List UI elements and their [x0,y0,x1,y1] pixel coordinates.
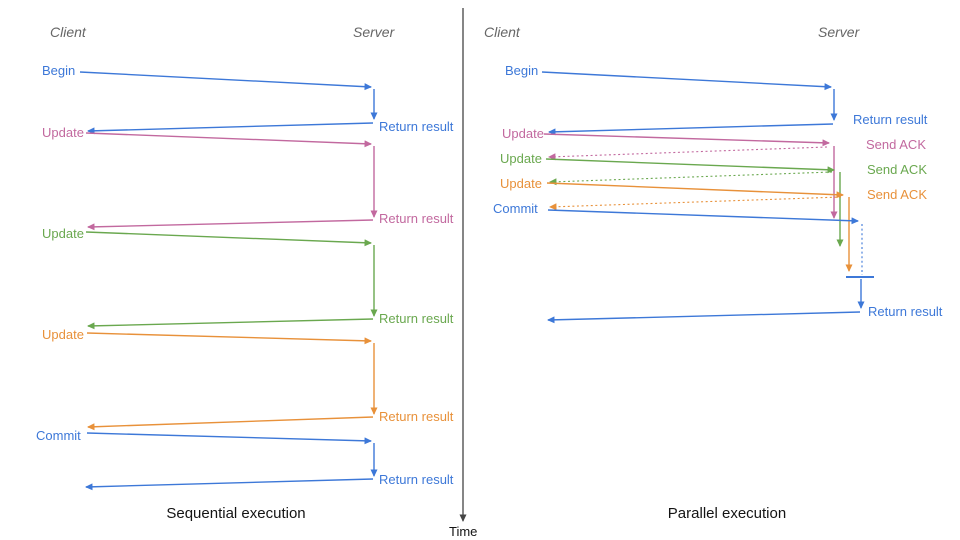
seq-update1-response-label: Return result [379,211,454,226]
seq-update1-label: Update [42,125,84,140]
par-title: Parallel execution [667,505,787,522]
par-client-header: Client [484,24,520,40]
seq-update2-label: Update [42,226,84,241]
par-commit-return [547,311,861,324]
par-update2-request [545,158,835,174]
par-update1-ack-label: Send ACK [866,137,926,152]
seq-update1-return [87,219,374,231]
seq-commit-label: Commit [36,428,81,443]
par-update1-label: Update [502,126,544,141]
par-update2-ack-label: Send ACK [867,162,927,177]
seq-update3-request [86,332,372,345]
seq-begin-return [87,122,374,135]
par-begin-response-label: Return result [853,112,928,127]
seq-begin-response-label: Return result [379,119,454,134]
seq-commit-response-label: Return result [379,472,454,487]
par-update3-label: Update [500,176,542,191]
seq-update3-label: Update [42,327,84,342]
par-update2-label: Update [500,151,542,166]
par-commit-response-label: Return result [868,304,943,319]
par-commit-label: Commit [493,201,538,216]
seq-client-header: Client [50,24,86,40]
seq-update2-request [85,231,372,247]
seq-server-header: Server [353,24,395,40]
par-commit-request [547,209,859,225]
seq-begin-request [79,71,372,91]
par-server-header: Server [818,24,860,40]
seq-begin-label: Begin [42,63,76,78]
seq-update1-request [85,132,372,148]
par-update2-ack [549,171,833,186]
seq-update2-response-label: Return result [379,311,454,326]
seq-update3-return [87,416,374,431]
par-update1-ack [548,146,828,161]
time-axis-label: Time [449,524,478,539]
par-begin-request [541,71,832,91]
seq-commit-return [85,478,374,491]
par-update3-request [546,182,844,199]
par-update1-request [543,133,830,147]
seq-commit-request [86,432,372,445]
seq-update3-response-label: Return result [379,409,454,424]
par-begin-label: Begin [505,63,539,78]
seq-update2-return [87,318,374,330]
par-update3-ack [549,196,842,211]
seq-title: Sequential execution [166,505,306,522]
par-begin-return [548,123,834,136]
par-update3-ack-label: Send ACK [867,187,927,202]
